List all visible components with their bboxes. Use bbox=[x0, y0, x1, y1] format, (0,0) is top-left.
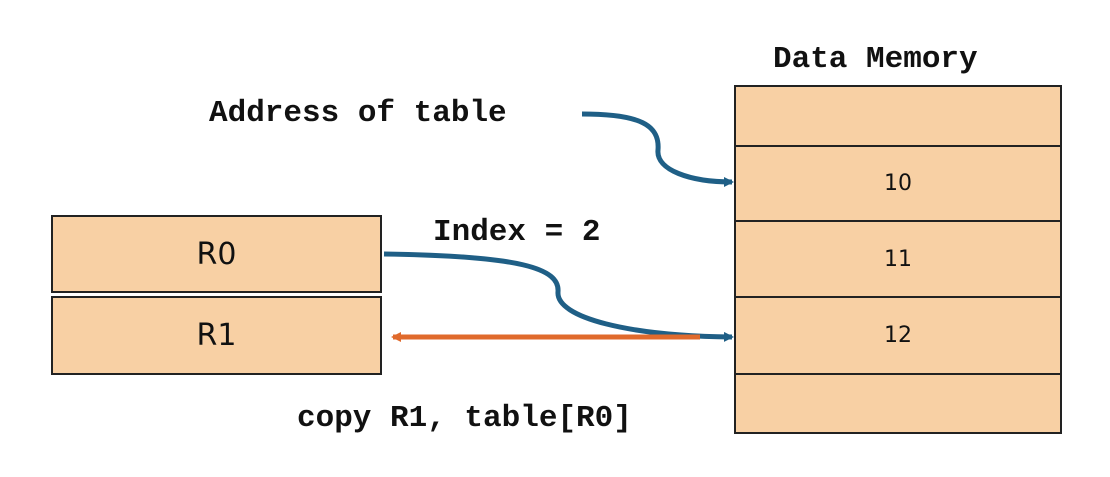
memory-cell-4 bbox=[734, 373, 1062, 434]
instruction-label: copy R1, table[R0] bbox=[297, 401, 632, 436]
index-arrow bbox=[383, 251, 734, 342]
memory-title: Data Memory bbox=[773, 42, 978, 77]
address-label: Address of table bbox=[209, 96, 507, 131]
memory-cell-1: 10 bbox=[734, 145, 1062, 222]
register-r0: R0 bbox=[51, 215, 382, 293]
index-label: Index = 2 bbox=[433, 215, 601, 250]
table-address-arrow bbox=[581, 111, 734, 187]
register-r1: R1 bbox=[51, 296, 382, 375]
